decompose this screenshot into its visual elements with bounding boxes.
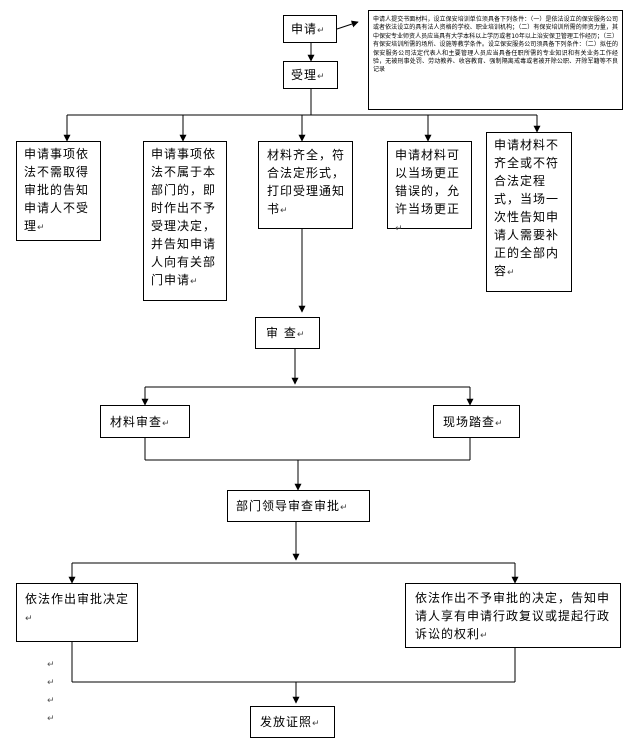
node-incomplete-materials-text: 申请材料不齐全或不符合法定程式，当场一次性告知申请人需要补正的全部内容: [494, 138, 560, 278]
paragraph-mark: ↵: [162, 419, 171, 429]
node-review-label: 审 查: [266, 326, 297, 340]
node-incomplete-materials: 申请材料不齐全或不符合法定程式，当场一次性告知申请人需要补正的全部内容↵: [486, 132, 572, 292]
node-not-required: 申请事项依法不需取得审批的告知申请人不受理↵: [16, 141, 101, 241]
node-leader-approval-label: 部门领导审查审批: [236, 499, 341, 513]
paragraph-mark: ↵: [280, 206, 289, 216]
node-approve-text: 依法作出审批决定: [25, 592, 130, 606]
node-apply-label: 申请: [291, 22, 318, 36]
node-not-our-department-text: 申请事项依法不属于本部门的，即时作出不予受理决定，并告知申请人向有关部门申请: [151, 147, 217, 287]
node-note-text: 申请人提交书面材料，设立保安培训单位须具备下列条件：（一）是依法设立的保安服务公…: [373, 16, 618, 74]
node-not-our-department: 申请事项依法不属于本部门的，即时作出不予受理决定，并告知申请人向有关部门申请↵: [143, 141, 227, 301]
node-accept-label: 受理: [291, 68, 318, 82]
node-materials-complete-text: 材料齐全，符合法定形式，打印受理通知书: [267, 148, 346, 216]
paragraph-mark: ↵: [480, 631, 489, 641]
node-review: 审 查↵: [255, 317, 320, 349]
node-material-review-label: 材料审查: [110, 415, 163, 429]
node-issue-license: 发放证照↵: [250, 706, 335, 738]
paragraph-mark: ↵: [47, 714, 55, 724]
node-site-review: 现场踏查↵: [433, 405, 520, 438]
node-apply: 申请↵: [283, 15, 337, 43]
node-site-review-label: 现场踏查: [443, 415, 496, 429]
node-not-required-text: 申请事项依法不需取得审批的告知申请人不受理: [24, 147, 90, 233]
node-materials-complete: 材料齐全，符合法定形式，打印受理通知书↵: [258, 141, 353, 229]
node-issue-license-label: 发放证照: [260, 715, 313, 729]
paragraph-mark: ↵: [190, 277, 199, 287]
paragraph-mark: ↵: [25, 614, 34, 624]
paragraph-mark: ↵: [507, 268, 516, 278]
node-accept: 受理↵: [283, 61, 338, 89]
paragraph-mark: ↵: [395, 224, 404, 234]
paragraph-mark: ↵: [47, 678, 55, 688]
paragraph-mark: ↵: [495, 419, 504, 429]
node-leader-approval: 部门领导审查审批↵: [227, 490, 370, 522]
node-material-review: 材料审查↵: [100, 405, 190, 438]
paragraph-mark: ↵: [296, 330, 306, 340]
node-note: 申请人提交书面材料，设立保安培训单位须具备下列条件：（一）是依法设立的保安服务公…: [368, 10, 623, 110]
paragraph-mark: ↵: [47, 660, 55, 670]
paragraph-mark: ↵: [37, 223, 46, 233]
node-correct-on-site-text: 申请材料可以当场更正错误的，允许当场更正: [395, 148, 461, 216]
paragraph-mark: ↵: [312, 719, 321, 729]
node-correct-on-site: 申请材料可以当场更正错误的，允许当场更正 ↵: [387, 141, 472, 234]
arrow-apply-to-note: [336, 20, 359, 30]
paragraph-mark: ↵: [340, 503, 349, 513]
paragraph-mark: ↵: [47, 696, 55, 706]
paragraph-mark: ↵: [317, 72, 326, 82]
node-approve: 依法作出审批决定 ↵: [16, 583, 138, 642]
node-reject: 依法作出不予审批的决定，告知申请人享有申请行政复议或提起行政诉讼的权利↵: [405, 583, 621, 648]
paragraph-mark: ↵: [317, 26, 326, 36]
node-reject-text: 依法作出不予审批的决定，告知申请人享有申请行政复议或提起行政诉讼的权利: [415, 591, 611, 641]
